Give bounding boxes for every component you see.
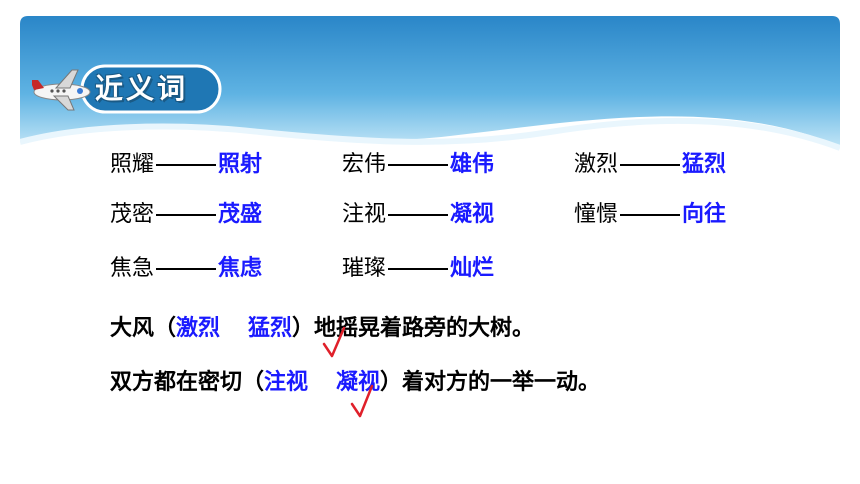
section-title: 近义词 <box>95 72 189 105</box>
synonym-pair: 憧憬向往 <box>574 202 727 227</box>
synonym-pair: 激烈猛烈 <box>574 152 727 177</box>
synonym-pair: 茂密茂盛 <box>110 202 263 227</box>
synonym-pair: 宏伟雄伟 <box>342 152 495 177</box>
check-icon <box>350 384 374 418</box>
airplane-icon <box>32 69 91 111</box>
check-icon <box>322 326 346 358</box>
synonym-pair: 照耀照射 <box>110 152 263 177</box>
title-badge <box>32 64 222 114</box>
synonym-pair: 璀璨灿烂 <box>342 256 495 281</box>
synonym-pair: 焦急焦虑 <box>110 256 263 281</box>
synonym-pair: 注视凝视 <box>342 202 495 227</box>
header-banner <box>20 16 840 176</box>
sentence-2: 双方都在密切（注视凝视）着对方的一举一动。 <box>110 370 601 395</box>
sentence-1: 大风（激烈猛烈）地摇晃着路旁的大树。 <box>110 316 535 341</box>
